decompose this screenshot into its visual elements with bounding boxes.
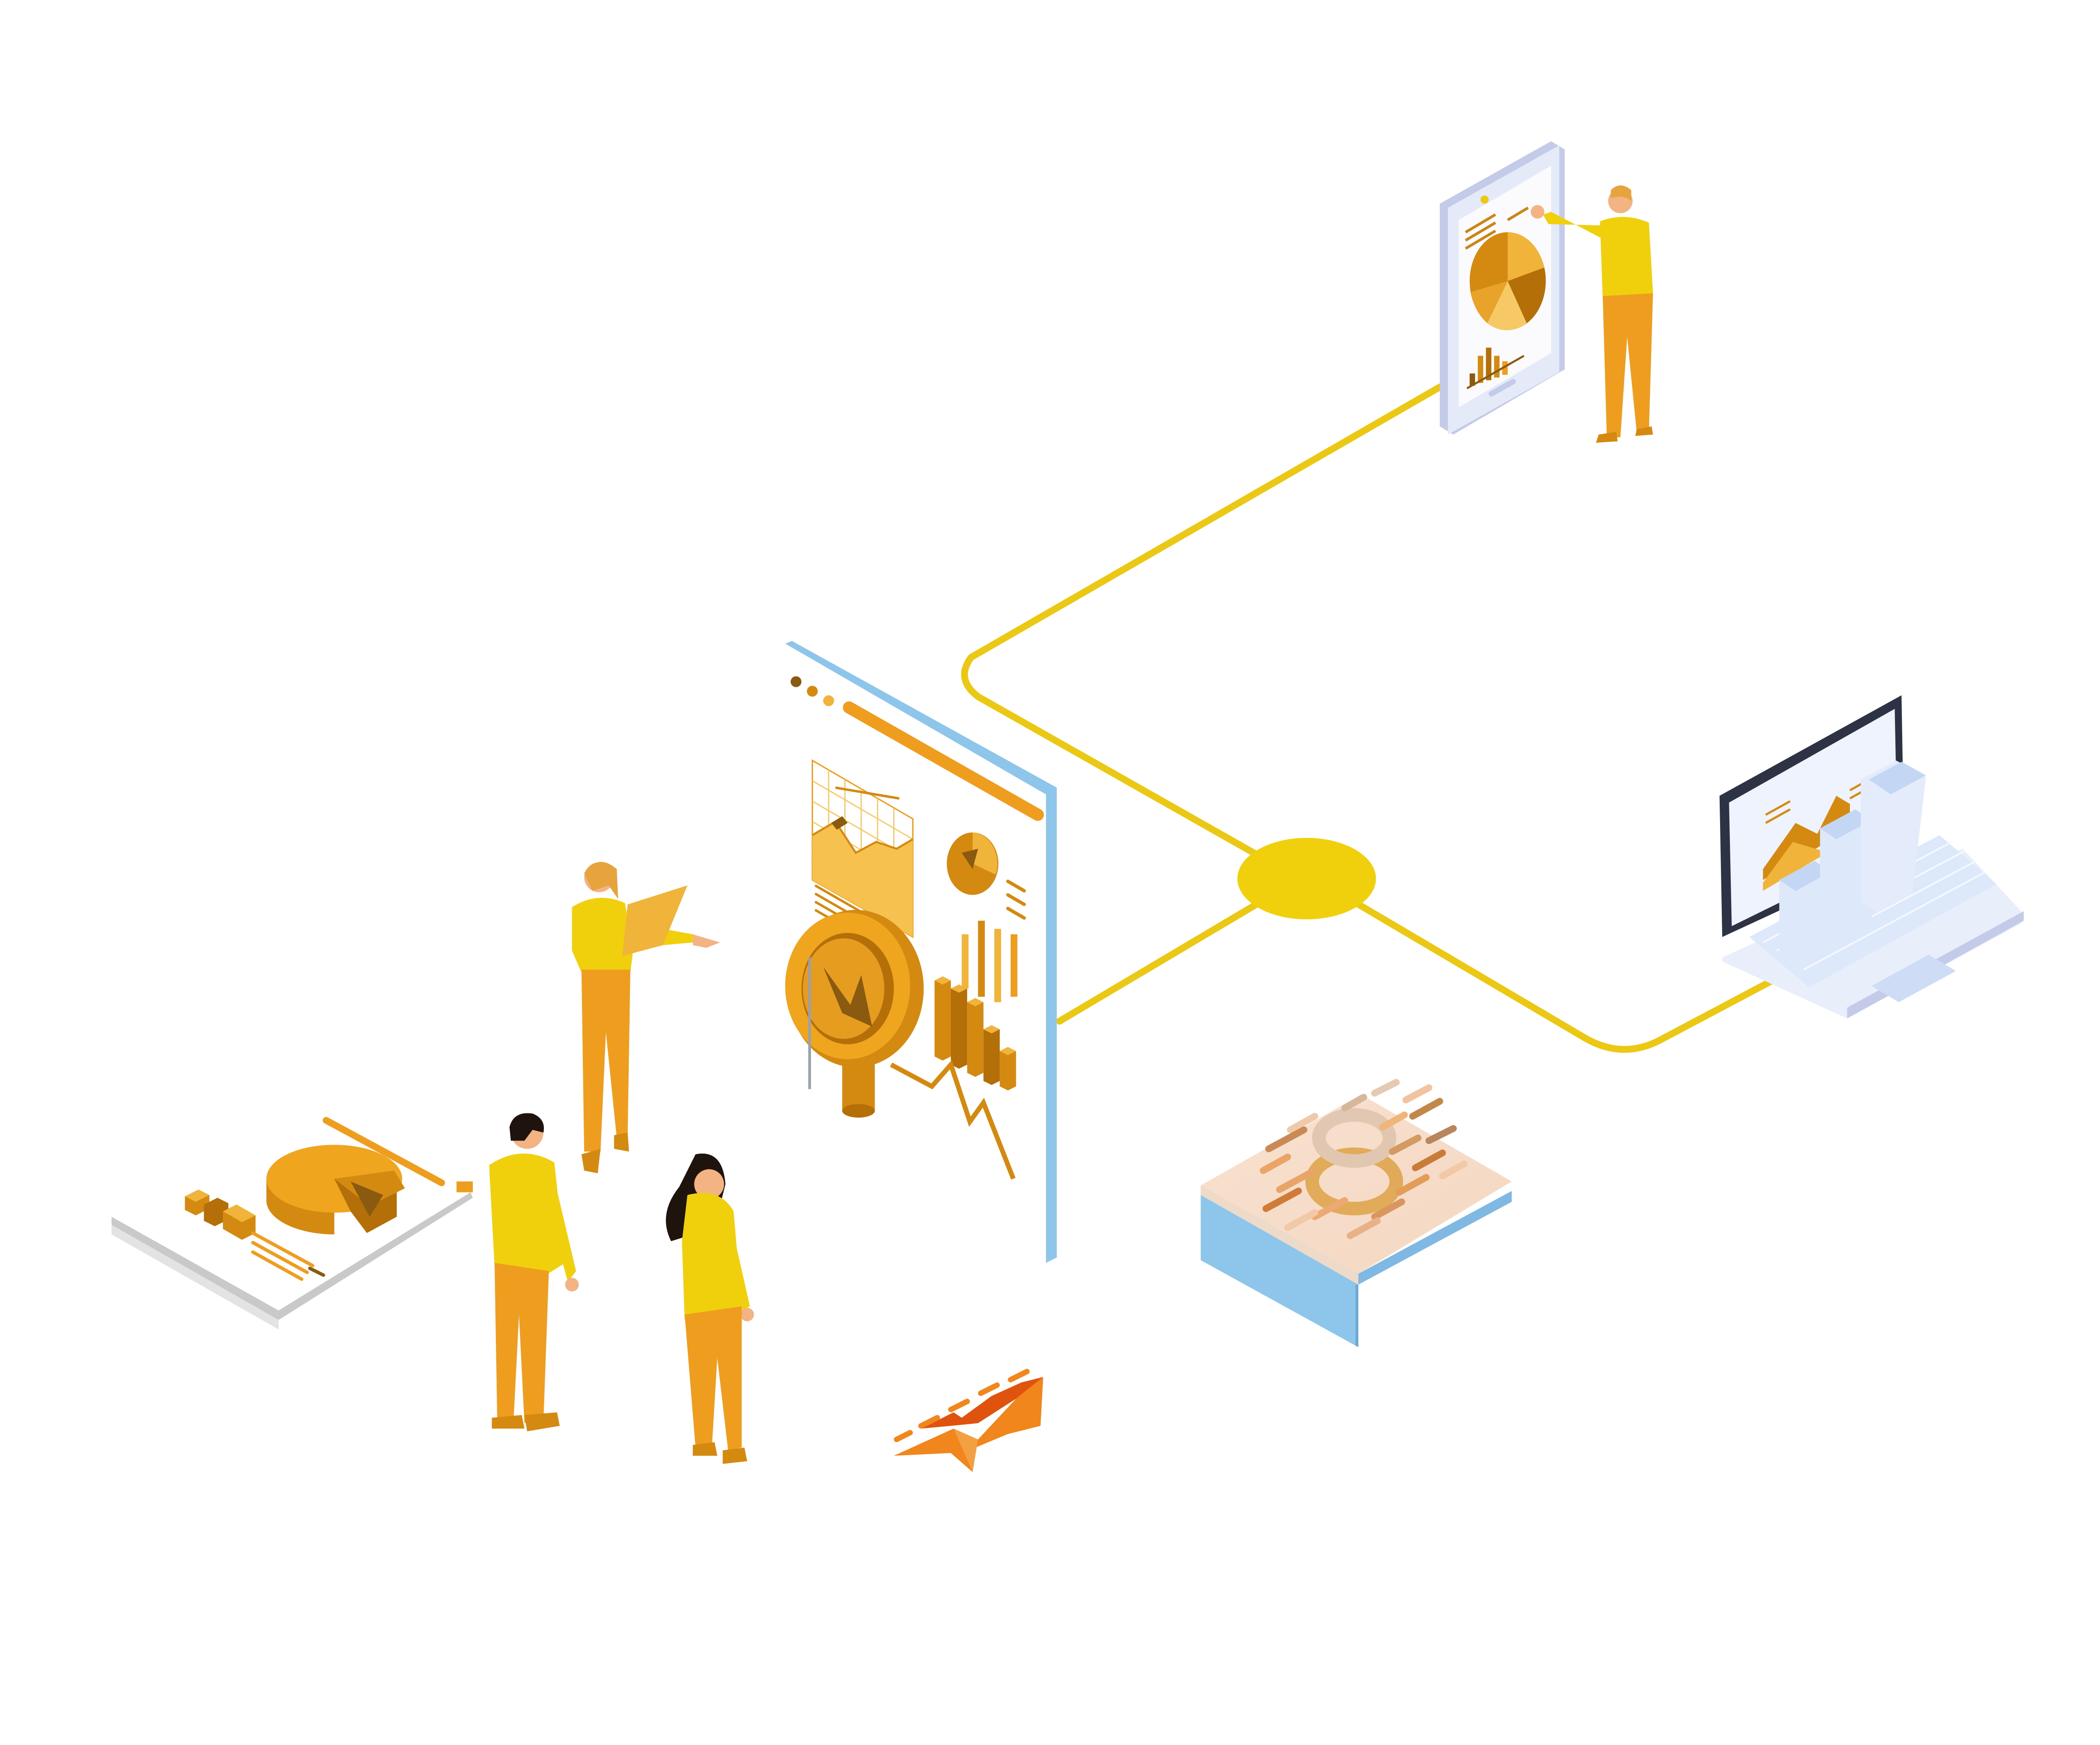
connector-hub-to-tablet: [961, 383, 1443, 862]
data-block-icon: [1200, 1079, 1512, 1347]
magnifier-icon: [785, 910, 924, 1118]
data-block-rings: [1305, 1108, 1403, 1216]
person-icon: [489, 1113, 579, 1431]
window-dots: [790, 676, 834, 706]
trend-arrow-icon: [894, 1368, 1043, 1472]
dashboard-board-icon: [785, 641, 1057, 1263]
board-3d-bars: [934, 976, 1016, 1090]
tablet-text-lines: [1465, 206, 1529, 250]
hub-node-icon: [1237, 837, 1376, 919]
person-icon: [666, 1153, 754, 1464]
doc-bar-chart: [185, 1189, 256, 1240]
trend-arrow-icon: [890, 1060, 1016, 1180]
board-title-bar: [843, 701, 1044, 821]
connector-hub-to-laptop: [1341, 893, 1776, 1053]
data-block-dashes: [1259, 1079, 1468, 1239]
board-small-bars: [961, 921, 1018, 1003]
connector-hub-to-dashboard: [1056, 893, 1273, 1025]
tablet-bar-chart: [1466, 348, 1525, 390]
tablet-icon: [1439, 141, 1565, 435]
board-mini-pie: [947, 832, 998, 895]
clipboard: [622, 885, 688, 956]
laptop-bar-chart: [1779, 760, 1926, 967]
doc-pie-chart: [266, 1144, 405, 1235]
board-line-chart: [812, 759, 914, 942]
tablet-pie-chart: [1470, 232, 1546, 331]
person-icon: [1531, 185, 1653, 443]
network-connectors: [961, 383, 1776, 1053]
person-icon: [572, 862, 720, 1174]
report-document-icon: [111, 1104, 473, 1330]
laptop-icon: [1719, 695, 2024, 1019]
